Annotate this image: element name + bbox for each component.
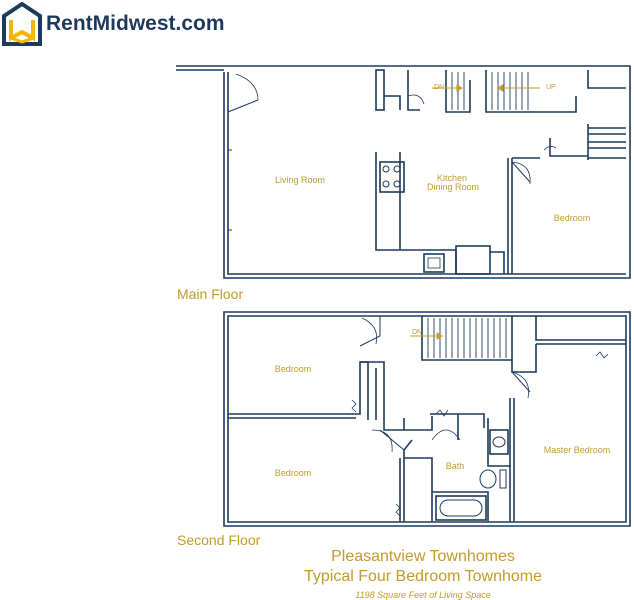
room-label-kitchen: Kitchen bbox=[437, 173, 467, 183]
room-label-master-bedroom: Master Bedroom bbox=[544, 445, 611, 455]
stair-label-dn-second: DN bbox=[412, 329, 422, 336]
stair-label-dn-main: DN bbox=[434, 84, 444, 91]
second-floor-walls bbox=[223, 311, 631, 527]
brand-logo: RentMidwest.com bbox=[1, 1, 242, 46]
second-floor-label: Second Floor bbox=[177, 532, 261, 548]
main-floor-walls bbox=[176, 65, 631, 279]
house-logo-icon bbox=[1, 1, 42, 46]
stair-label-up-main: UP bbox=[546, 84, 556, 91]
property-title: Pleasantview Townhomes bbox=[331, 548, 515, 565]
room-label-bath: Bath bbox=[446, 461, 465, 471]
square-footage-note: 1198 Square Feet of Living Space bbox=[355, 590, 491, 600]
room-label-bedroom-main: Bedroom bbox=[554, 213, 591, 223]
room-label-bedroom-upper: Bedroom bbox=[275, 364, 312, 374]
room-label-bedroom-lower: Bedroom bbox=[275, 468, 312, 478]
brand-name: RentMidwest.com bbox=[46, 12, 225, 35]
main-floor-label: Main Floor bbox=[177, 286, 244, 302]
unit-type-title: Typical Four Bedroom Townhome bbox=[303, 568, 543, 585]
room-label-living-room: Living Room bbox=[275, 175, 325, 185]
room-label-dining-room: Dining Room bbox=[427, 182, 479, 192]
